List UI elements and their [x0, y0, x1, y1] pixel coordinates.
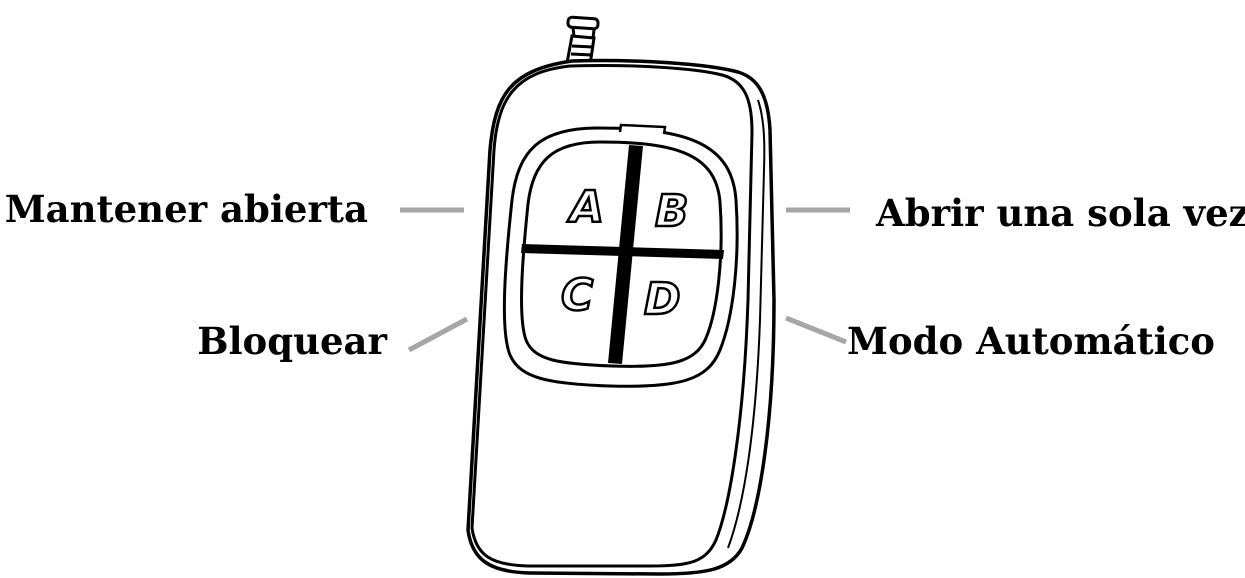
button-b-letter[interactable]: B [654, 185, 690, 239]
label-abrir-una-sola-vez: Abrir una sola vez [876, 191, 1245, 235]
leader-line-c [407, 316, 469, 353]
antenna [565, 15, 600, 66]
button-dividers [521, 145, 724, 364]
button-letters: A B C D [560, 181, 690, 327]
button-c-letter[interactable]: C [560, 269, 595, 323]
button-panel-notch [618, 123, 667, 135]
remote-side-edge [727, 99, 766, 549]
label-bloquear: Bloquear [197, 319, 387, 363]
label-mantener-abierta: Mantener abierta [4, 187, 368, 231]
leader-line-d [785, 315, 847, 345]
button-d-letter[interactable]: D [643, 273, 682, 327]
label-modo-automatico: Modo Automático [847, 319, 1215, 363]
button-a-letter[interactable]: A [566, 181, 606, 235]
leader-lines [400, 207, 850, 353]
